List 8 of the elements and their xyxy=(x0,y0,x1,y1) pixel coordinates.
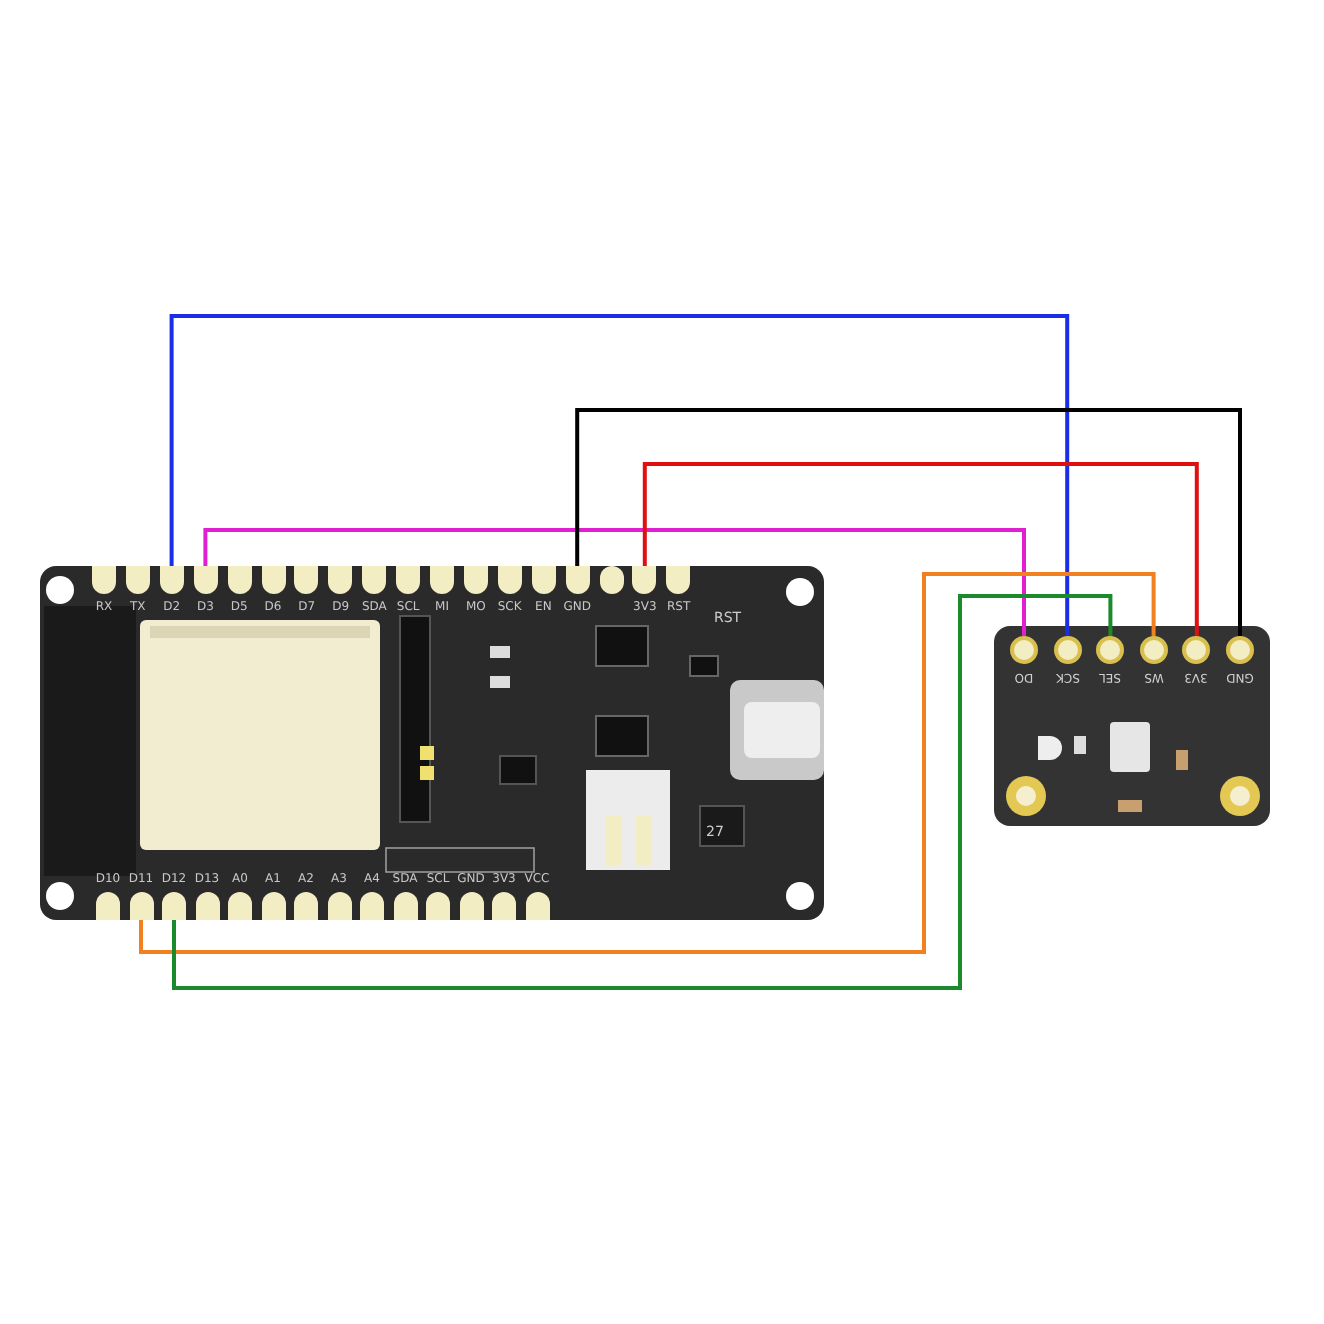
wire xyxy=(139,572,1156,954)
sensor-board xyxy=(994,626,1270,826)
wire xyxy=(172,594,1113,990)
wire xyxy=(642,462,1199,636)
wire xyxy=(169,314,1070,636)
circuit-board xyxy=(40,566,824,920)
wire xyxy=(203,528,1026,636)
wire xyxy=(575,408,1242,636)
